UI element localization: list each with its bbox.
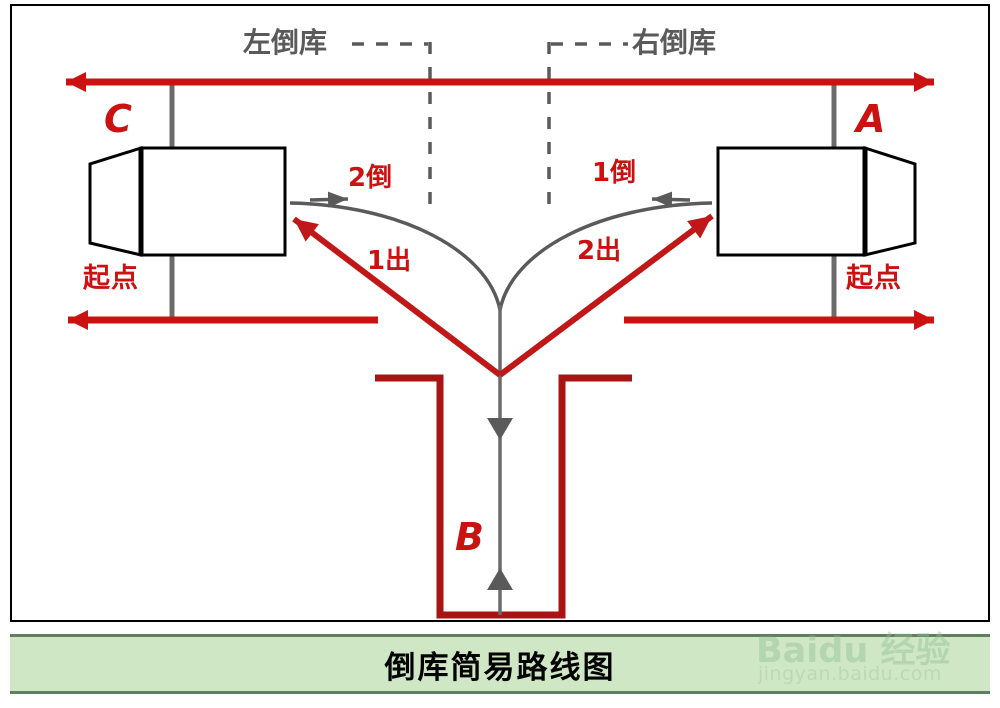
caption-bar: 倒库简易路线图 (10, 634, 990, 694)
zone-label-c: C (104, 97, 132, 141)
diagram-frame (10, 4, 990, 622)
right-bay-label: 右倒库 (632, 26, 717, 59)
maneuver-label-exit-1: 1出 (367, 246, 412, 276)
start-point-left: 起点 (83, 263, 139, 294)
zone-label-a: A (856, 97, 886, 141)
zone-label-b: B (455, 515, 484, 559)
maneuver-label-exit-2: 2出 (577, 236, 622, 266)
caption-title: 倒库简易路线图 (384, 649, 616, 686)
left-bay-label: 左倒库 (243, 26, 328, 59)
maneuver-label-reverse-1: 1倒 (592, 158, 637, 188)
start-point-right: 起点 (846, 263, 902, 294)
maneuver-label-reverse-2: 2倒 (348, 163, 393, 193)
